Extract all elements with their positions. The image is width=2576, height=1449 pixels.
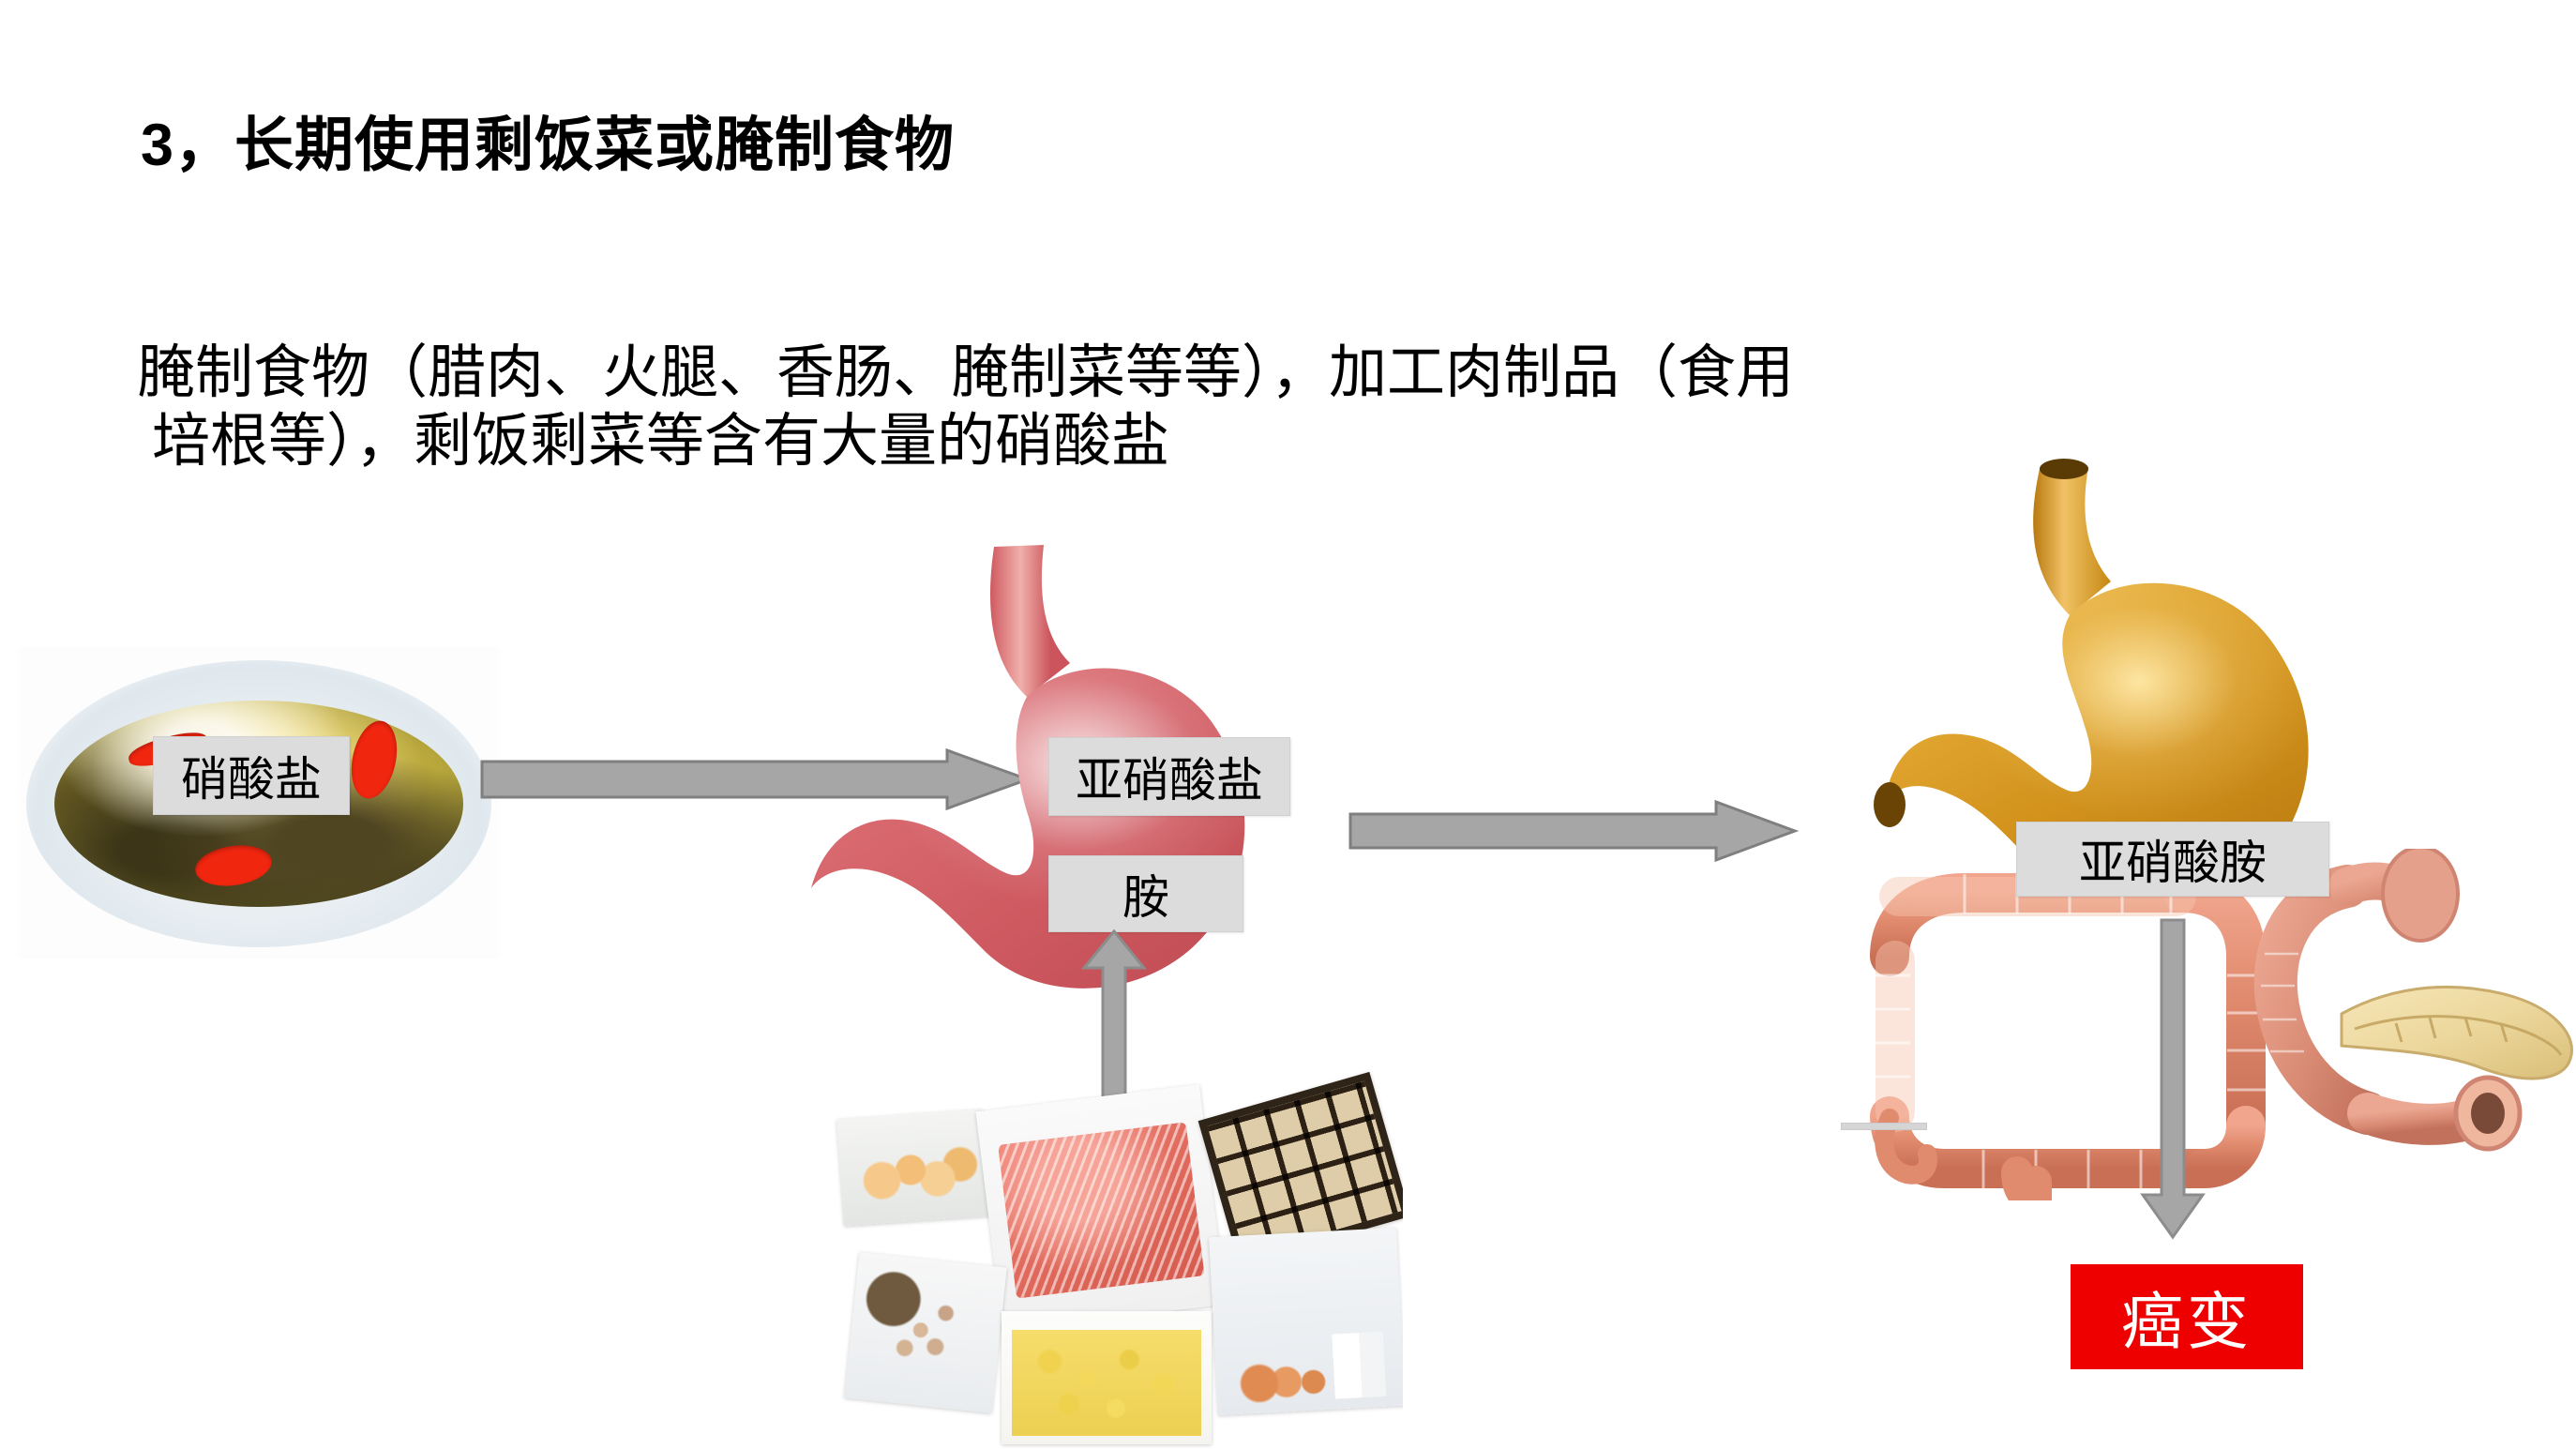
arrow-nitrate-to-stomach bbox=[480, 748, 1032, 810]
label-nitrite: 亚硝酸盐 bbox=[1048, 737, 1290, 816]
beans-photo bbox=[844, 1252, 1007, 1413]
pancreas-duodenum-illustration bbox=[2253, 849, 2573, 1152]
divider-mark bbox=[1841, 1123, 1927, 1130]
soybeans-photo bbox=[1002, 1311, 1212, 1444]
arrow-nitrosamine-to-cancer bbox=[2140, 918, 2206, 1240]
label-amine: 胺 bbox=[1048, 855, 1243, 932]
label-nitrate: 硝酸盐 bbox=[153, 736, 350, 815]
body-paragraph: 腌制食物（腊肉、火腿、香肠、腌制菜等等），加工肉制品（食用 培根等），剩饭剩菜等… bbox=[137, 340, 2453, 476]
arrow-stomach-to-organs bbox=[1348, 799, 1799, 863]
body-line-1: 腌制食物（腊肉、火腿、香肠、腌制菜等等），加工肉制品（食用 bbox=[137, 341, 1795, 405]
body-line-2: 培根等），剩饭剩菜等含有大量的硝酸盐 bbox=[152, 410, 1170, 475]
protein-foods-collage bbox=[803, 1058, 1403, 1449]
label-nitrosamine: 亚硝酸胺 bbox=[2016, 822, 2329, 897]
page-title: 3，长期使用剩饭菜或腌制食物 bbox=[141, 113, 956, 178]
cancer-outcome-badge: 癌变 bbox=[2071, 1264, 2303, 1369]
meat-photo bbox=[975, 1084, 1227, 1332]
milk-and-eggs-photo bbox=[1209, 1227, 1403, 1416]
eggs-photo bbox=[836, 1109, 990, 1227]
